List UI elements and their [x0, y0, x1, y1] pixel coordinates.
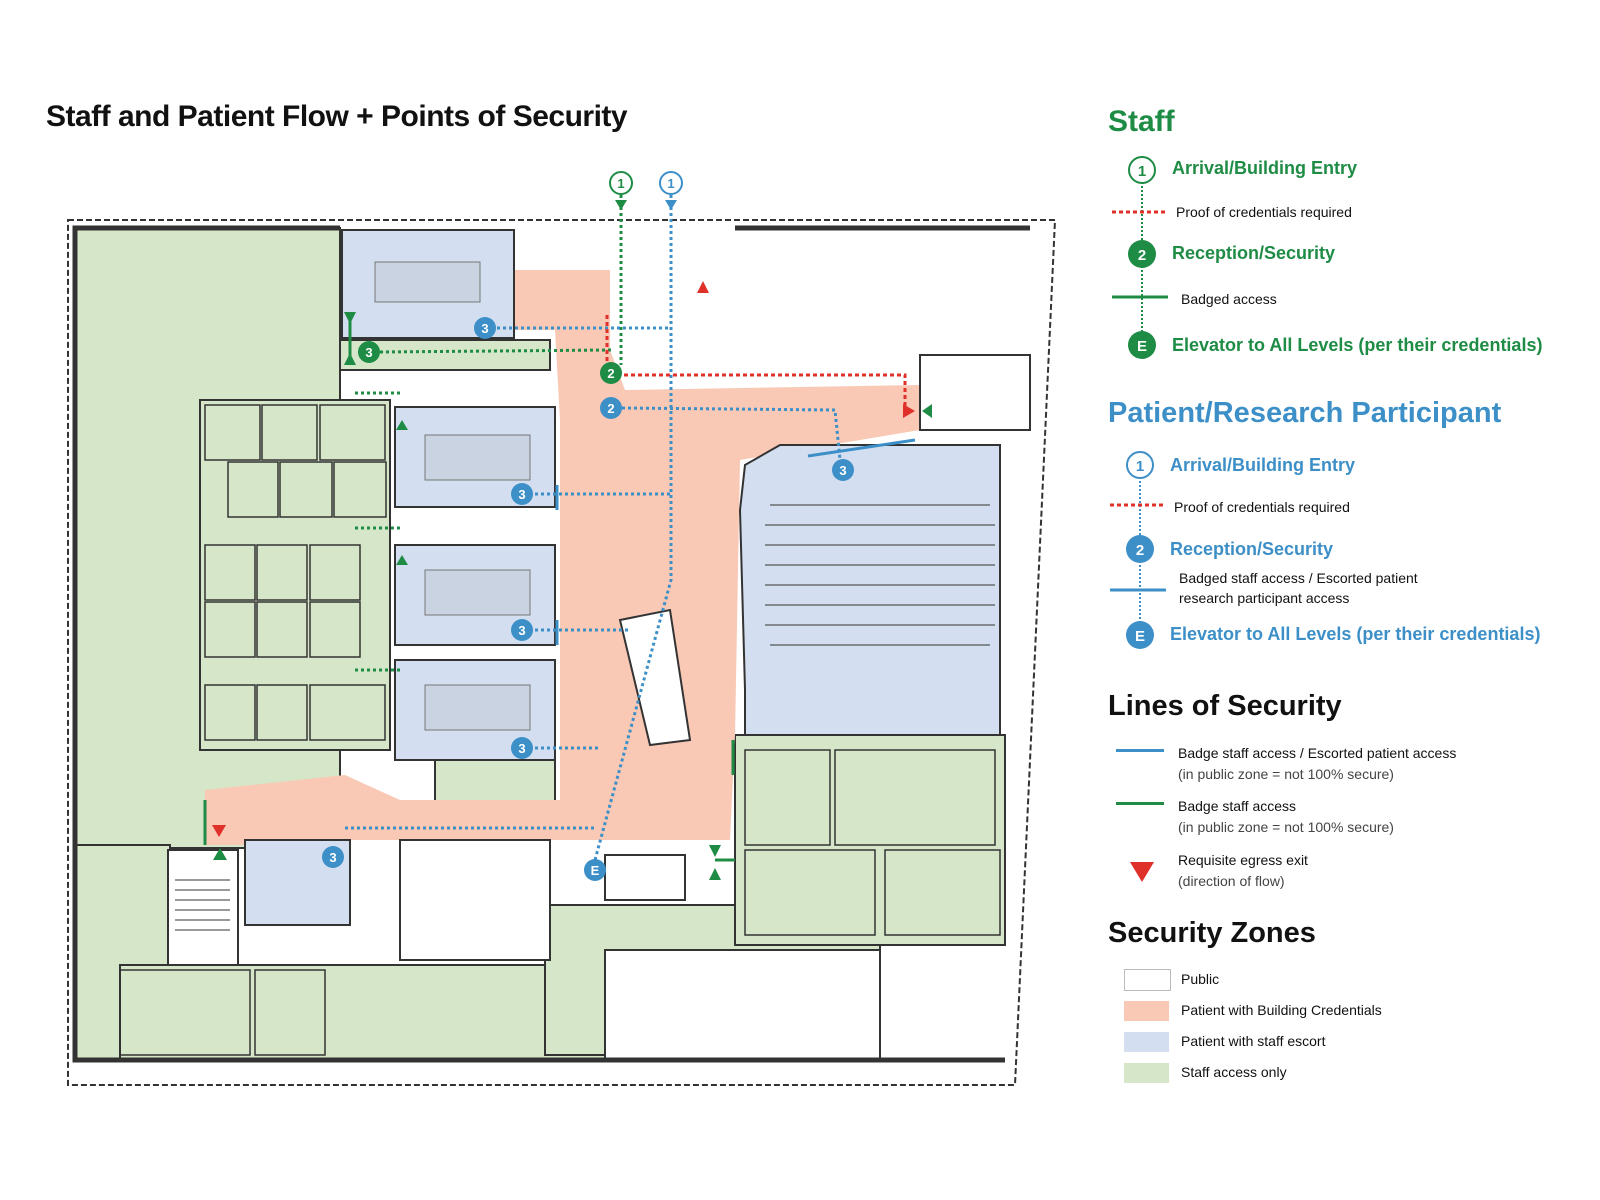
legend-patient-reception: Reception/Security	[1170, 539, 1334, 559]
marker-staff-entry: 1	[609, 171, 633, 210]
svg-text:1: 1	[1136, 458, 1144, 475]
floor-plan: 1 1 2 2 3 3 3 3 3 3 3 E	[67, 171, 1057, 1086]
lines-item-note: (in public zone = not 100% secure)	[1178, 766, 1394, 782]
legend-zones-heading: Security Zones	[1108, 917, 1316, 949]
lines-item-label: Requisite egress exit	[1178, 852, 1308, 868]
legend-patient-proof: Proof of credentials required	[1174, 499, 1350, 515]
marker-patient-room: 3	[511, 737, 533, 759]
marker-staff-room: 3	[358, 341, 380, 363]
zone-swatch-public	[1124, 969, 1171, 991]
legend-staff-reception: Reception/Security	[1172, 243, 1336, 263]
svg-text:3: 3	[518, 487, 525, 502]
svg-text:3: 3	[518, 741, 525, 756]
marker-patient-room: 3	[832, 459, 854, 481]
office-walls	[119, 404, 1001, 1056]
zone-swatch-staff	[1124, 1063, 1169, 1083]
zone-patient-escort	[244, 229, 1001, 926]
egress-arrow-icon	[697, 281, 709, 293]
svg-text:1: 1	[667, 176, 674, 191]
zone-label: Patient with Building Credentials	[1181, 1002, 1382, 1018]
legend-staff-arrival: Arrival/Building Entry	[1172, 158, 1358, 178]
lines-item-label: Badge staff access / Escorted patient ac…	[1178, 745, 1457, 761]
svg-text:2: 2	[607, 366, 614, 381]
svg-text:1: 1	[1138, 163, 1146, 180]
marker-patient-entry: 1	[659, 171, 683, 210]
staff-legend-icons: 1 2 E	[1112, 156, 1168, 359]
svg-text:1: 1	[617, 176, 624, 191]
legend-patient-heading: Patient/Research Participant	[1108, 397, 1502, 429]
zone-label: Public	[1181, 971, 1220, 987]
stairs	[175, 879, 230, 931]
legend-staff-heading: Staff	[1108, 105, 1175, 138]
staff-line-swatch	[1116, 802, 1164, 805]
lines-item-note: (direction of flow)	[1178, 873, 1285, 889]
service-rooms	[167, 354, 1031, 1061]
lines-item-note: (in public zone = not 100% secure)	[1178, 819, 1394, 835]
escort-line-swatch	[1116, 749, 1164, 752]
legend-patient-elevator: Elevator to All Levels (per their creden…	[1170, 624, 1541, 644]
egress-arrow-icon	[903, 404, 915, 418]
zone-swatch-escort	[1124, 1032, 1169, 1052]
legend-patient-badged-2: research participant access	[1179, 590, 1350, 606]
svg-text:E: E	[1135, 628, 1145, 645]
page-title: Staff and Patient Flow + Points of Secur…	[46, 100, 628, 133]
marker-patient-room: 3	[511, 619, 533, 641]
zone-label: Staff access only	[1181, 1064, 1287, 1080]
egress-arrows	[212, 281, 915, 837]
zone-label: Patient with staff escort	[1181, 1033, 1326, 1049]
svg-text:2: 2	[1136, 542, 1144, 559]
svg-text:3: 3	[365, 345, 372, 360]
legend-patient-arrival: Arrival/Building Entry	[1170, 455, 1356, 475]
egress-arrow-icon	[1130, 862, 1154, 882]
svg-text:E: E	[591, 863, 600, 878]
egress-arrow-icon	[212, 825, 226, 837]
marker-patient-room: 3	[474, 317, 496, 339]
svg-text:3: 3	[329, 850, 336, 865]
auditorium-seating	[765, 504, 995, 646]
svg-text:2: 2	[1138, 247, 1146, 264]
marker-patient-reception: 2	[600, 397, 622, 419]
badge-escort-lines	[555, 438, 916, 645]
proof-of-credentials-line	[605, 315, 907, 410]
marker-patient-room: 3	[511, 483, 533, 505]
svg-text:3: 3	[518, 623, 525, 638]
exterior-walls	[72, 225, 1030, 1063]
svg-text:3: 3	[839, 463, 846, 478]
legend-staff-proof: Proof of credentials required	[1176, 204, 1352, 220]
staff-flow-path	[355, 195, 623, 672]
svg-text:E: E	[1137, 338, 1147, 355]
marker-patient-room: 3	[322, 846, 344, 868]
legend-staff-elevator: Elevator to All Levels (per their creden…	[1172, 335, 1543, 355]
legend-lines-heading: Lines of Security	[1108, 690, 1342, 722]
conference-tables	[374, 261, 531, 731]
lines-item-label: Badge staff access	[1178, 798, 1297, 814]
marker-staff-reception: 2	[600, 362, 622, 384]
patient-legend-icons: 1 2 E	[1110, 451, 1166, 649]
legend-staff-badged: Badged access	[1181, 291, 1277, 307]
zone-swatch-credentials	[1124, 1001, 1169, 1021]
legend-patient-badged-1: Badged staff access / Escorted patient	[1179, 570, 1418, 586]
svg-text:3: 3	[481, 321, 488, 336]
patient-flow-path	[345, 195, 842, 861]
svg-text:2: 2	[607, 401, 614, 416]
marker-elevator: E	[584, 859, 606, 881]
badge-arrows	[213, 312, 932, 880]
